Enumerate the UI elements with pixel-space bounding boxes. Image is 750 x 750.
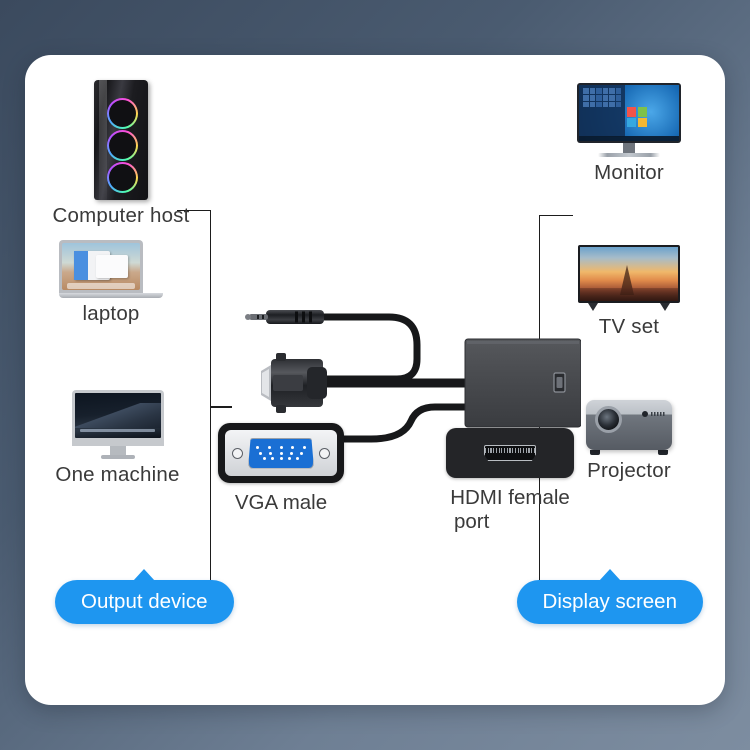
laptop-icon xyxy=(59,240,163,298)
device-monitor[interactable]: Monitor xyxy=(541,83,717,185)
audio-cable xyxy=(313,313,421,383)
vga-male-connector-icon xyxy=(218,423,344,483)
closeup-label-vga-male: VGA male xyxy=(234,491,328,514)
closeup-label-hdmi-female-line2: port xyxy=(454,509,490,533)
projector-icon xyxy=(586,400,672,455)
hdmi-female-port-icon xyxy=(446,428,574,478)
closeup-hdmi-female: HDMI female port xyxy=(420,428,600,534)
tv-icon xyxy=(578,245,680,311)
vga-male-plug xyxy=(261,353,327,413)
pc-tower-icon xyxy=(94,80,148,200)
usb-power-cable xyxy=(321,403,481,443)
device-tv-set[interactable]: TV set xyxy=(541,245,717,339)
device-one-machine[interactable]: One machine xyxy=(25,390,210,487)
closeup-label-hdmi-female-line1: HDMI female xyxy=(450,486,570,509)
device-projector[interactable]: Projector xyxy=(541,400,717,483)
device-label-projector: Projector xyxy=(587,459,671,482)
output-device-badge-wrap: Output device xyxy=(55,580,234,624)
device-label-one-machine: One machine xyxy=(55,463,180,486)
hdmi-adapter-box xyxy=(464,338,581,428)
display-screen-badge[interactable]: Display screen xyxy=(516,580,703,624)
closeup-vga-male: VGA male xyxy=(191,423,371,515)
all-in-one-desktop-icon xyxy=(71,390,164,459)
product-info-card: Computer host laptop xyxy=(25,55,725,705)
monitor-icon xyxy=(577,83,681,157)
audio-jack-plug xyxy=(245,310,324,324)
device-label-computer-host: Computer host xyxy=(52,204,190,227)
display-screen-badge-wrap: Display screen xyxy=(516,580,703,624)
device-label-monitor: Monitor xyxy=(594,161,664,184)
device-label-laptop: laptop xyxy=(82,302,140,325)
device-computer-host[interactable]: Computer host xyxy=(31,80,211,228)
output-device-badge[interactable]: Output device xyxy=(55,580,234,624)
bracket-stub-left xyxy=(210,406,232,408)
device-label-tv-set: TV set xyxy=(598,315,660,338)
device-laptop[interactable]: laptop xyxy=(31,240,191,326)
